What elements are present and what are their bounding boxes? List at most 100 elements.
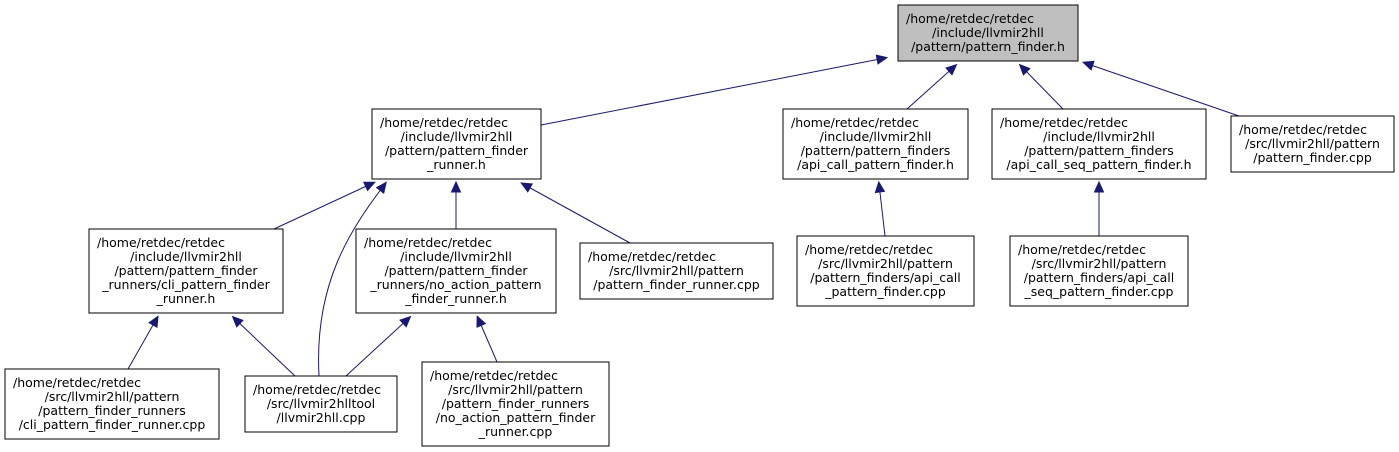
node-apiseq-h[interactable]: /home/retdec/retdec/include/llvmir2hll/p…: [991, 108, 1207, 180]
edge-line: [906, 65, 956, 110]
node-label-line: /include/llvmir2hll: [401, 129, 513, 144]
node-label-line: /home/retdec/retdec: [791, 115, 919, 130]
node-label-line: /home/retdec/retdec: [380, 115, 508, 130]
arrowhead-icon: [450, 180, 462, 193]
edge-llvm_cpp-to-pfr_h: [318, 181, 387, 377]
node-api-h[interactable]: /home/retdec/retdec/include/llvmir2hll/p…: [782, 108, 969, 180]
node-cli-h[interactable]: /home/retdec/retdec/include/llvmir2hll/p…: [88, 228, 284, 314]
node-label-line: _finder_runner.h: [404, 291, 507, 306]
node-label-line: /src/llvmir2hll/pattern: [1245, 136, 1380, 151]
edge-llvm_cpp-to-noact_h: [345, 315, 412, 377]
node-label-line: /home/retdec/retdec: [430, 368, 558, 383]
node-label-line: /home/retdec/retdec: [906, 11, 1034, 26]
node-label-line: /src/llvmir2hll/pattern: [448, 382, 583, 397]
node-label-line: /include/llvmir2hll: [130, 249, 242, 264]
arrowhead-icon: [874, 180, 886, 194]
node-box: [796, 235, 975, 307]
node-label-line: _runners/cli_pattern_finder: [101, 277, 270, 292]
node-box: [371, 108, 542, 180]
node-label-line: /llvmir2hll.cpp: [277, 410, 366, 425]
node-box: [991, 108, 1207, 180]
edge-line: [345, 317, 410, 377]
arrowhead-icon: [399, 315, 412, 328]
node-pfr-cpp[interactable]: /home/retdec/retdec/src/llvmir2hll/patte…: [579, 242, 774, 300]
node-label-line: /src/llvmir2hlltool: [267, 396, 375, 411]
edge-pf_cpp-to-pf_h: [1081, 60, 1240, 117]
arrowhead-icon: [875, 54, 889, 65]
node-label-line: /home/retdec/retdec: [97, 235, 225, 250]
node-box: [421, 361, 610, 447]
node-pf-cpp[interactable]: /home/retdec/retdec/src/llvmir2hll/patte…: [1230, 115, 1395, 173]
node-label-line: /api_call_pattern_finder.h: [797, 157, 954, 172]
node-label-line: /pattern/pattern_finder: [384, 263, 528, 278]
node-box: [88, 228, 284, 314]
nodes-layer: /home/retdec/retdec/include/llvmir2hll/p…: [4, 4, 1395, 447]
edge-line: [318, 183, 386, 377]
node-label-line: /pattern/pattern_finder: [385, 143, 529, 158]
node-label-line: /pattern_finders/api_call: [810, 270, 960, 285]
arrowhead-icon: [1081, 60, 1095, 71]
node-label-line: /no_action_pattern_finder: [436, 410, 596, 425]
node-label-line: _pattern_finder.cpp: [824, 284, 946, 299]
node-box: [1009, 235, 1189, 307]
edge-line: [233, 317, 296, 377]
node-label-line: _runner.h: [156, 291, 216, 306]
node-box: [579, 242, 774, 300]
node-pf-h[interactable]: /home/retdec/retdec/include/llvmir2hll/p…: [897, 4, 1079, 62]
node-label-line: /home/retdec/retdec: [1000, 115, 1128, 130]
node-box: [782, 108, 969, 180]
edge-pfr_cpp-to-pfr_h: [520, 182, 631, 244]
edge-cli_cpp-to-cli_h: [127, 315, 159, 370]
node-apiseq-cpp[interactable]: /home/retdec/retdec/src/llvmir2hll/patte…: [1009, 235, 1189, 307]
node-llvm-cpp[interactable]: /home/retdec/retdec/src/llvmir2hlltool/l…: [244, 375, 398, 433]
node-box: [4, 368, 220, 440]
edge-noact_cpp-to-noact_h: [476, 315, 498, 363]
node-label-line: /src/llvmir2hll/pattern: [1032, 256, 1167, 271]
edge-line: [522, 183, 631, 244]
arrowhead-icon: [520, 182, 534, 193]
node-label-line: /pattern_finders/api_call: [1024, 270, 1174, 285]
node-label-line: _runner.cpp: [478, 424, 553, 439]
arrowhead-icon: [363, 181, 376, 192]
node-label-line: _runner.h: [426, 157, 486, 172]
node-label-line: /pattern/pattern_finders: [1024, 143, 1174, 158]
node-noact-cpp[interactable]: /home/retdec/retdec/src/llvmir2hll/patte…: [421, 361, 610, 447]
node-label-line: /home/retdec/retdec: [1239, 122, 1367, 137]
edges-layer: [127, 54, 1240, 377]
node-label-line: /include/llvmir2hll: [820, 129, 932, 144]
node-label-line: _seq_pattern_finder.cpp: [1024, 284, 1174, 299]
edge-api_h-to-pf_h: [906, 63, 958, 110]
edge-line: [1020, 65, 1064, 110]
node-label-line: /src/llvmir2hll/pattern: [818, 256, 953, 271]
node-label-line: /include/llvmir2hll: [1043, 129, 1155, 144]
edge-line: [878, 183, 886, 237]
arrowhead-icon: [148, 315, 159, 329]
edge-line: [1084, 62, 1240, 117]
node-label-line: /home/retdec/retdec: [805, 242, 933, 257]
node-label-line: /pattern_finder_runner.cpp: [593, 277, 760, 292]
node-label-line: /home/retdec/retdec: [13, 375, 141, 390]
edge-apiseq_h-to-pf_h: [1018, 63, 1064, 110]
arrowhead-icon: [231, 315, 244, 328]
node-pfr-h[interactable]: /home/retdec/retdec/include/llvmir2hll/p…: [371, 108, 542, 180]
node-api-cpp[interactable]: /home/retdec/retdec/src/llvmir2hll/patte…: [796, 235, 975, 307]
node-label-line: /src/llvmir2hll/pattern: [609, 263, 744, 278]
node-label-line: /pattern_finder_runners: [38, 403, 185, 418]
node-noact-h[interactable]: /home/retdec/retdec/include/llvmir2hll/p…: [355, 228, 557, 314]
node-label-line: /src/llvmir2hll/pattern: [45, 389, 180, 404]
node-label-line: /cli_pattern_finder_runner.cpp: [19, 417, 206, 432]
node-label-line: /pattern_finder.cpp: [1253, 150, 1372, 165]
node-box: [355, 228, 557, 314]
edge-line: [273, 182, 374, 230]
edge-line: [127, 317, 158, 370]
node-label-line: /home/retdec/retdec: [1018, 242, 1146, 257]
node-label-line: /home/retdec/retdec: [364, 235, 492, 250]
edge-apiseq_cpp-to-apiseq_h: [1093, 180, 1105, 236]
edge-llvm_cpp-to-cli_h: [231, 315, 296, 377]
arrowhead-icon: [945, 63, 958, 76]
arrowhead-icon: [1018, 63, 1031, 76]
arrowhead-icon: [476, 315, 487, 328]
edge-api_cpp-to-api_h: [874, 180, 886, 237]
node-cli-cpp[interactable]: /home/retdec/retdec/src/llvmir2hll/patte…: [4, 368, 220, 440]
